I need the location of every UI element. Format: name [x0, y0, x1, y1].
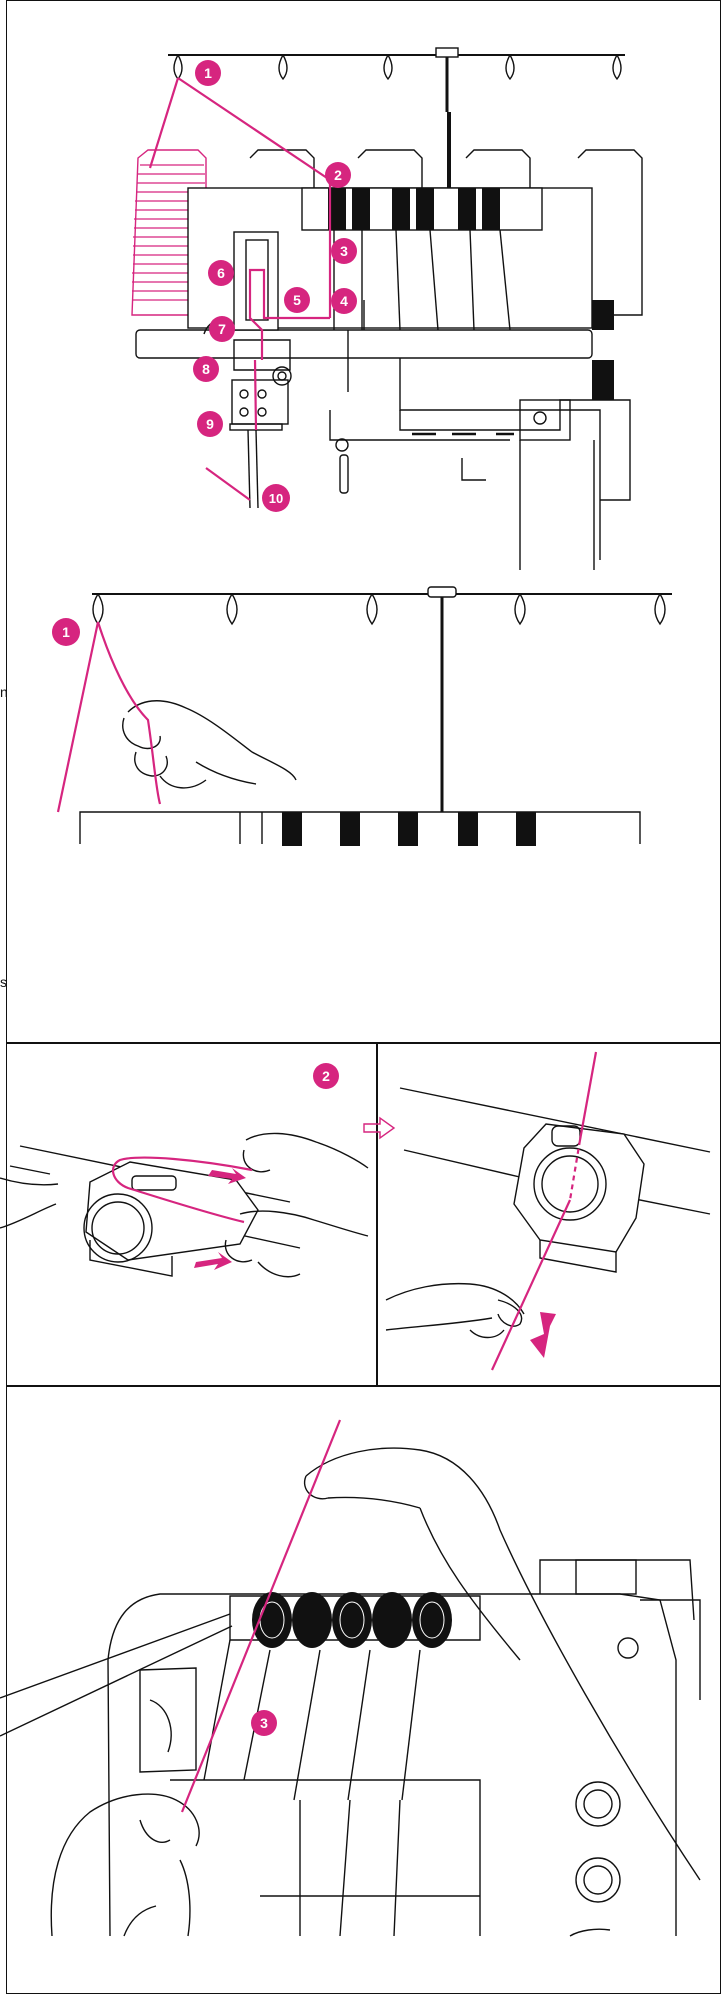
callout-4-label: 4 — [340, 293, 348, 309]
tension-guide-pull-illustration — [386, 1052, 710, 1370]
pull-down-arrow — [530, 1312, 556, 1358]
next-step-arrow-icon — [364, 1118, 394, 1138]
thread-guide-loops-stand — [93, 594, 665, 624]
callout-guide-2-label: 2 — [322, 1068, 330, 1084]
callout-9-label: 9 — [206, 416, 214, 432]
tension-discs — [252, 1592, 452, 1648]
tension-disc-threading-illustration — [0, 1420, 700, 1936]
thread-guide-loops — [174, 55, 621, 79]
callout-2-label: 2 — [334, 167, 342, 183]
callout-10-label: 10 — [269, 491, 283, 506]
callout-1-label: 1 — [204, 65, 212, 81]
tension-guide-insert-illustration — [0, 1133, 368, 1276]
callout-stand-1-label: 1 — [62, 624, 70, 640]
callout-8-label: 8 — [202, 361, 210, 377]
callout-3-label: 3 — [340, 243, 348, 259]
callout-5-label: 5 — [293, 292, 301, 308]
machine-overview-illustration — [132, 48, 642, 570]
callout-disc-3-label: 3 — [260, 1715, 268, 1731]
thread-stand-hand-illustration — [58, 587, 672, 846]
callout-6-label: 6 — [217, 265, 225, 281]
callout-7-label: 7 — [218, 321, 226, 337]
